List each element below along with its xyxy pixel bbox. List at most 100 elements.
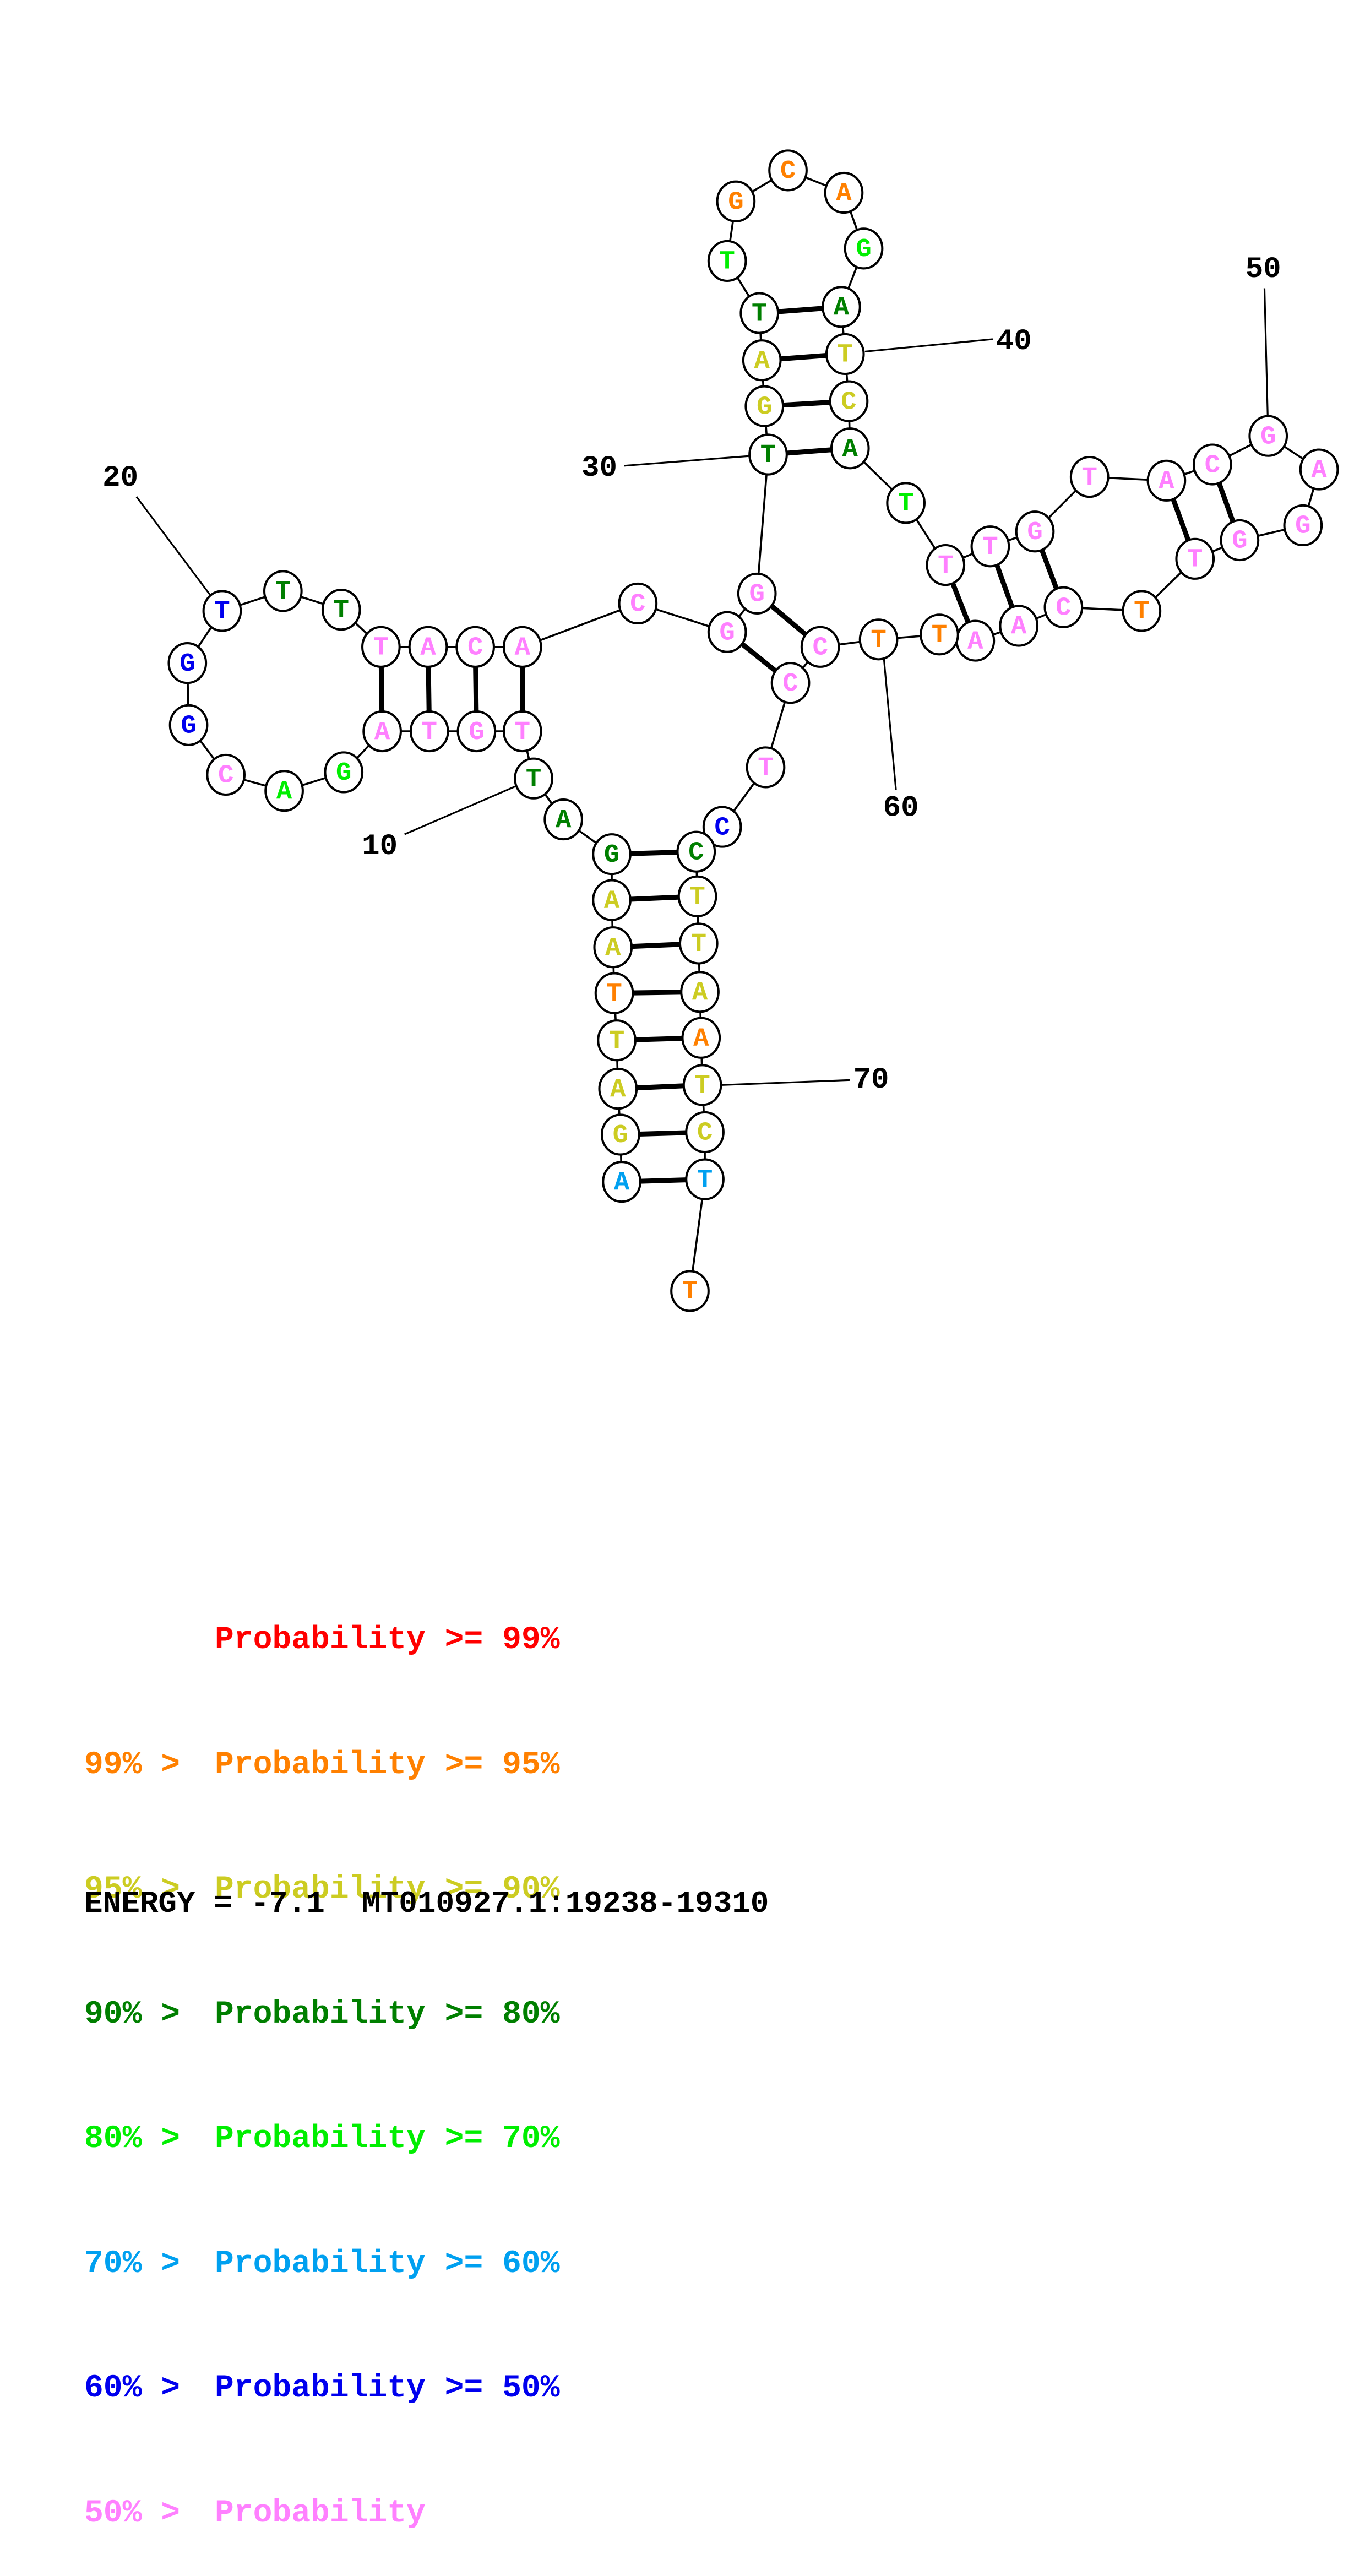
nucleotide-letter: G xyxy=(1260,422,1276,452)
nucleotide: T xyxy=(1122,590,1162,632)
nucleotide-letter: C xyxy=(688,838,704,867)
nucleotide: T xyxy=(920,613,959,656)
nucleotide-circle xyxy=(768,149,808,192)
nucleotide-letter: T xyxy=(898,490,913,519)
nucleotide-letter: T xyxy=(214,597,230,627)
nucleotide-circle xyxy=(825,333,865,376)
nucleotide: T xyxy=(502,710,542,753)
position-label-line xyxy=(1263,288,1269,436)
position-label: 50 xyxy=(1246,253,1281,286)
legend-row: 90% > Probability >= 80% xyxy=(84,1994,560,2036)
probability-legend: Probability >= 99% 99% >Probability >= 9… xyxy=(84,1536,560,2576)
nucleotide-letter: A xyxy=(1011,612,1027,642)
nucleotide: C xyxy=(770,662,811,704)
nucleotide-letter: T xyxy=(373,634,389,663)
legend-prefix: 95% > xyxy=(84,1872,181,1907)
nucleotide-circle xyxy=(502,626,542,668)
nucleotide: G xyxy=(1283,504,1323,547)
nucleotide-letter: T xyxy=(422,718,437,747)
nucleotide-letter: T xyxy=(758,754,773,783)
nucleotide-circle xyxy=(682,1064,722,1106)
legend-row: 80% >Probability >= 70% xyxy=(84,2118,560,2160)
nucleotide-circle xyxy=(680,971,720,1013)
nucleotide-letter: A xyxy=(420,634,436,663)
nucleotide: T xyxy=(361,626,401,668)
nucleotide: G xyxy=(737,572,777,615)
nucleotide-letter: A xyxy=(967,627,983,656)
legend-label: Probability >= 50% xyxy=(215,2371,560,2406)
nucleotide-circle xyxy=(685,1158,725,1200)
nucleotide-letter: A xyxy=(276,778,292,807)
nucleotide-circle xyxy=(594,972,634,1014)
nucleotide: T xyxy=(202,590,242,632)
nucleotide-circle xyxy=(263,570,303,612)
nucleotide: T xyxy=(263,570,303,612)
nucleotide-circle xyxy=(602,1161,641,1203)
nucleotide-letter: T xyxy=(982,533,998,562)
nucleotide-letter: A xyxy=(692,979,708,1008)
nucleotide: T xyxy=(321,589,361,631)
nucleotide-circle xyxy=(886,482,926,524)
nucleotide: A xyxy=(543,798,583,841)
nucleotide: T xyxy=(746,746,786,789)
nucleotide-letter: G xyxy=(469,718,484,747)
nucleotide-circle xyxy=(702,806,742,848)
position-label-line xyxy=(883,654,897,790)
nucleotide: C xyxy=(206,753,246,796)
nucleotide: T xyxy=(858,618,899,661)
nucleotide-letter: G xyxy=(181,712,196,741)
nucleotide-letter: C xyxy=(714,813,730,843)
nucleotide: C xyxy=(618,582,658,625)
nucleotide-circle xyxy=(920,613,959,656)
nucleotide-circle xyxy=(456,710,497,753)
nucleotide-circle xyxy=(206,753,246,796)
nucleotide: A xyxy=(264,770,304,812)
nucleotide-letter: T xyxy=(609,1027,624,1056)
legend-prefix xyxy=(84,1619,215,1661)
nucleotide-letter: C xyxy=(782,670,798,699)
nucleotide-letter: C xyxy=(1056,594,1071,623)
nucleotide-circle xyxy=(408,626,448,668)
nucleotide-letter: T xyxy=(334,596,349,626)
nucleotide-letter: G xyxy=(613,1121,628,1150)
nucleotide: T xyxy=(926,544,966,586)
nucleotide-letter: A xyxy=(605,934,621,963)
nucleotide-circle xyxy=(1175,537,1215,580)
nucleotide-letter: T xyxy=(752,300,767,329)
nucleotide-circle xyxy=(844,227,884,270)
nucleotide-circle xyxy=(829,380,869,422)
nucleotide: A xyxy=(1299,448,1339,491)
nucleotide-circle xyxy=(592,879,632,921)
legend-row: 70% >Probability >= 60% xyxy=(84,2243,560,2285)
nucleotide: G xyxy=(168,704,209,746)
nucleotide-letter: T xyxy=(526,765,541,794)
nucleotide: C xyxy=(768,149,808,192)
legend-prefix: 90% > xyxy=(84,1996,181,2032)
nucleotide-letter: A xyxy=(515,634,531,663)
position-label-line xyxy=(624,453,769,467)
legend-row: Probability >= 99% xyxy=(84,1619,560,1661)
nucleotide-letter: G xyxy=(749,580,765,610)
nucleotide-circle xyxy=(744,385,785,427)
position-label: 10 xyxy=(362,830,398,863)
nucleotide: G xyxy=(716,180,756,222)
nucleotide-letter: G xyxy=(728,188,743,218)
legend-row: 50% >Probability xyxy=(84,2493,560,2535)
legend-label: Probability >= 80% xyxy=(215,1996,560,2032)
nucleotide-circle xyxy=(1248,415,1288,457)
nucleotide-circle xyxy=(716,180,756,222)
nucleotide: T xyxy=(739,292,780,334)
nucleotide: T xyxy=(678,922,719,965)
nucleotide: T xyxy=(886,482,926,524)
nucleotide-letter: G xyxy=(180,650,195,679)
nucleotide-circle xyxy=(1299,448,1339,491)
nucleotide-letter: A xyxy=(556,806,572,835)
nucleotide-letter: A xyxy=(1159,468,1174,497)
nucleotide-letter: A xyxy=(842,435,858,464)
nucleotide: T xyxy=(682,1064,722,1106)
nucleotide-circle xyxy=(748,433,788,476)
nucleotide-circle xyxy=(1069,455,1110,498)
nucleotide-circle xyxy=(1283,504,1323,547)
